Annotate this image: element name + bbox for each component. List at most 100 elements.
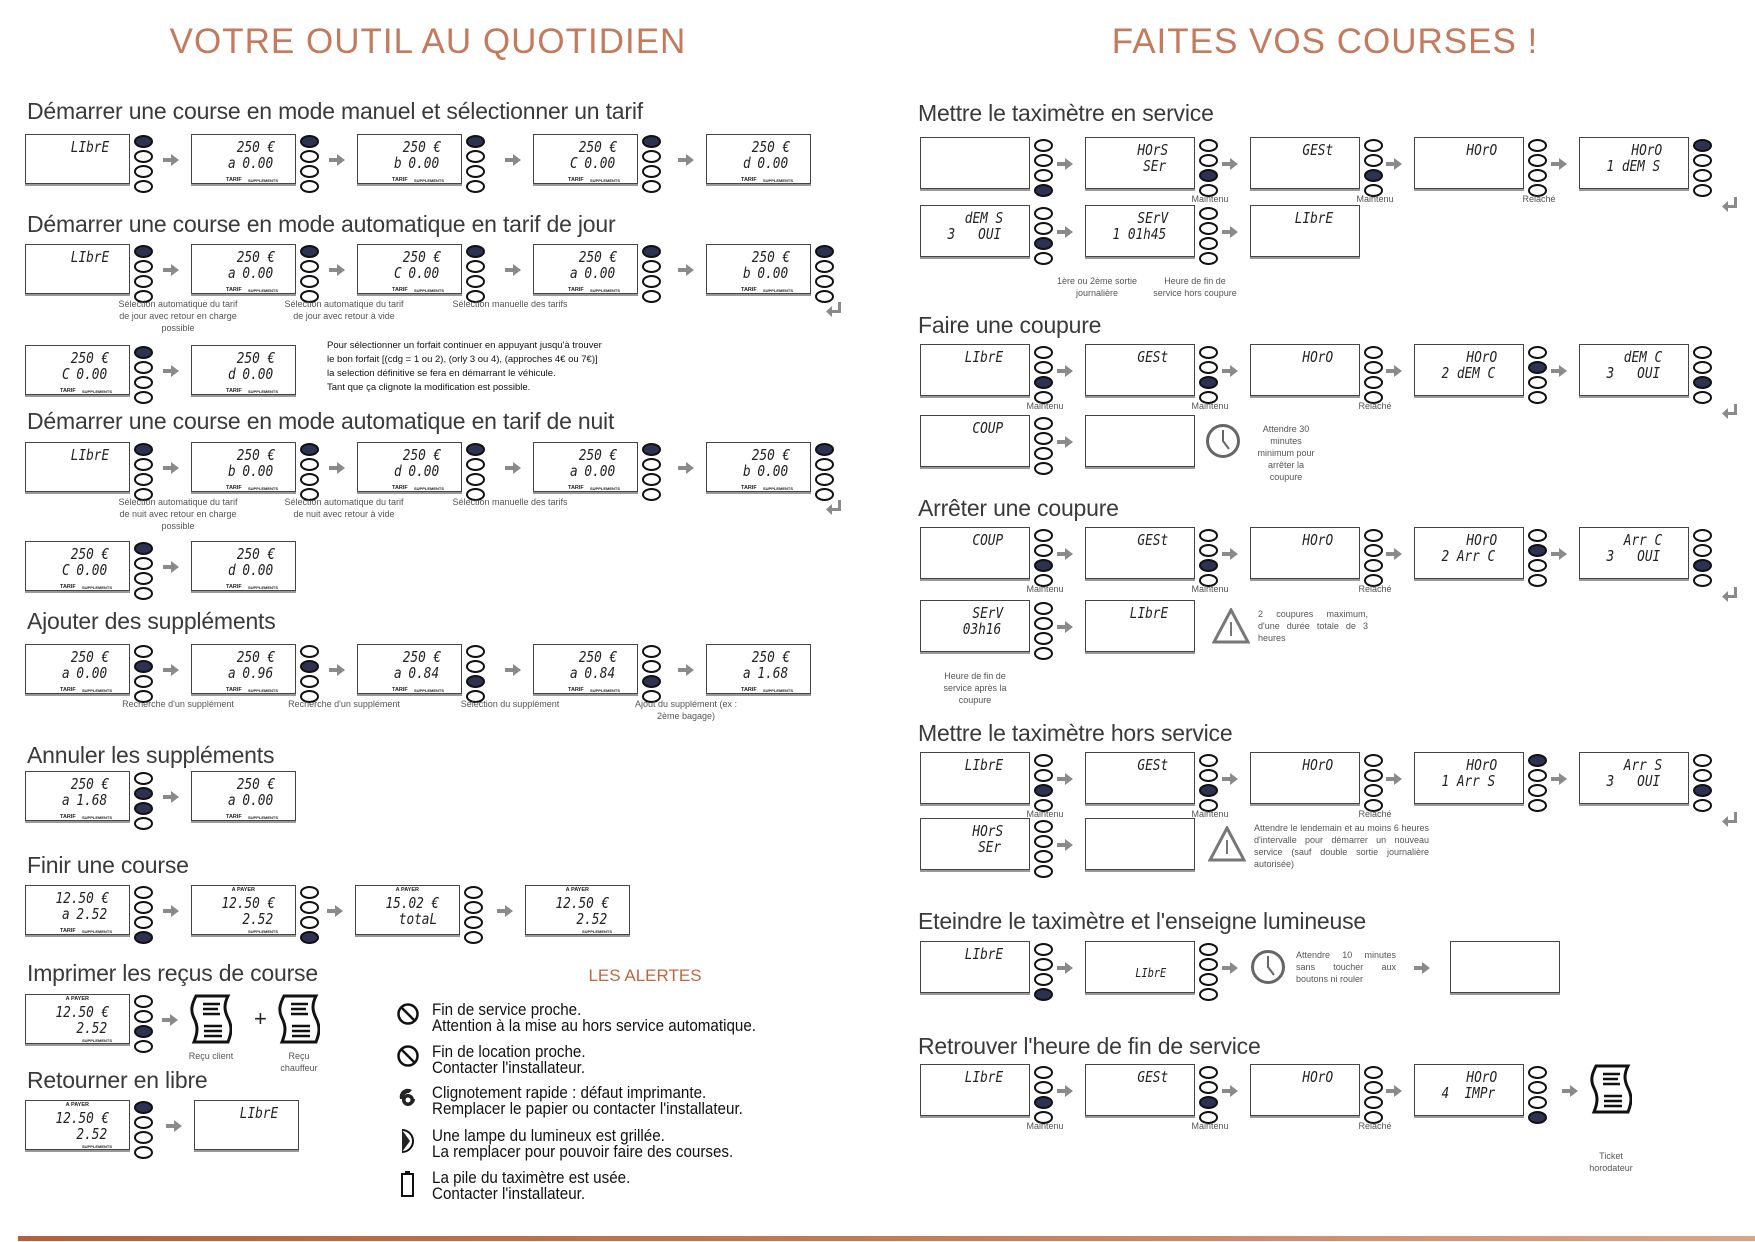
meter-button-4[interactable] [466, 689, 485, 703]
meter-button-4[interactable] [1034, 1110, 1053, 1124]
meter-button-4[interactable] [1693, 183, 1712, 197]
meter-button-1[interactable] [1199, 1065, 1218, 1079]
meter-button-1[interactable] [134, 345, 153, 359]
meter-button-3[interactable] [1199, 972, 1218, 986]
meter-button-2[interactable] [134, 900, 153, 914]
meter-button-4[interactable] [466, 487, 485, 501]
meter-button-1[interactable] [1034, 942, 1053, 956]
meter-button-4[interactable] [466, 179, 485, 193]
meter-button-1[interactable] [134, 134, 153, 148]
meter-button-2[interactable] [300, 259, 319, 273]
meter-button-1[interactable] [134, 244, 153, 258]
meter-button-4[interactable] [1199, 390, 1218, 404]
meter-button-1[interactable] [1034, 206, 1053, 220]
meter-button-3[interactable] [1199, 236, 1218, 250]
meter-button-4[interactable] [134, 179, 153, 193]
meter-button-3[interactable] [134, 801, 153, 815]
meter-button-2[interactable] [1364, 768, 1383, 782]
meter-button-2[interactable] [1034, 360, 1053, 374]
meter-button-2[interactable] [134, 1115, 153, 1129]
meter-button-2[interactable] [1199, 957, 1218, 971]
meter-button-4[interactable] [642, 289, 661, 303]
meter-button-4[interactable] [134, 390, 153, 404]
meter-button-2[interactable] [1364, 360, 1383, 374]
meter-button-3[interactable] [1034, 558, 1053, 572]
meter-button-3[interactable] [134, 915, 153, 929]
meter-button-4[interactable] [815, 487, 834, 501]
meter-button-4[interactable] [1034, 987, 1053, 1001]
meter-button-4[interactable] [1199, 573, 1218, 587]
meter-button-2[interactable] [1693, 360, 1712, 374]
meter-button-1[interactable] [642, 244, 661, 258]
meter-button-4[interactable] [1364, 390, 1383, 404]
meter-button-3[interactable] [1034, 1095, 1053, 1109]
meter-button-3[interactable] [1528, 1095, 1547, 1109]
meter-button-1[interactable] [1034, 1065, 1053, 1079]
meter-button-4[interactable] [300, 689, 319, 703]
meter-button-4[interactable] [1693, 798, 1712, 812]
meter-button-2[interactable] [134, 1009, 153, 1023]
meter-button-3[interactable] [1199, 1095, 1218, 1109]
meter-button-1[interactable] [1693, 753, 1712, 767]
meter-button-4[interactable] [300, 930, 319, 944]
meter-button-2[interactable] [134, 659, 153, 673]
meter-button-3[interactable] [642, 274, 661, 288]
meter-button-3[interactable] [466, 274, 485, 288]
meter-button-2[interactable] [134, 556, 153, 570]
meter-button-3[interactable] [134, 375, 153, 389]
meter-button-1[interactable] [1364, 1065, 1383, 1079]
meter-button-3[interactable] [815, 274, 834, 288]
meter-button-3[interactable] [134, 164, 153, 178]
meter-button-4[interactable] [1034, 251, 1053, 265]
meter-button-4[interactable] [1199, 798, 1218, 812]
meter-button-2[interactable] [1364, 543, 1383, 557]
meter-button-1[interactable] [1034, 528, 1053, 542]
meter-button-2[interactable] [300, 900, 319, 914]
meter-button-1[interactable] [1364, 138, 1383, 152]
meter-button-4[interactable] [1528, 573, 1547, 587]
meter-button-4[interactable] [1199, 251, 1218, 265]
meter-button-4[interactable] [1034, 573, 1053, 587]
meter-button-2[interactable] [1199, 360, 1218, 374]
meter-button-1[interactable] [1034, 416, 1053, 430]
meter-button-1[interactable] [1199, 942, 1218, 956]
meter-button-1[interactable] [1528, 1065, 1547, 1079]
meter-button-4[interactable] [134, 487, 153, 501]
meter-button-2[interactable] [1034, 616, 1053, 630]
meter-button-1[interactable] [815, 442, 834, 456]
meter-button-1[interactable] [1364, 528, 1383, 542]
meter-button-4[interactable] [1034, 646, 1053, 660]
meter-button-2[interactable] [466, 149, 485, 163]
meter-button-2[interactable] [1034, 153, 1053, 167]
meter-button-1[interactable] [134, 541, 153, 555]
meter-button-3[interactable] [1199, 375, 1218, 389]
meter-button-4[interactable] [1528, 1110, 1547, 1124]
meter-button-3[interactable] [1528, 375, 1547, 389]
meter-button-4[interactable] [134, 289, 153, 303]
meter-button-3[interactable] [1034, 446, 1053, 460]
meter-button-2[interactable] [1693, 543, 1712, 557]
meter-button-2[interactable] [1528, 768, 1547, 782]
meter-button-2[interactable] [1199, 1080, 1218, 1094]
meter-button-4[interactable] [1364, 183, 1383, 197]
meter-button-3[interactable] [134, 674, 153, 688]
meter-button-2[interactable] [642, 457, 661, 471]
meter-button-2[interactable] [1034, 1080, 1053, 1094]
meter-button-3[interactable] [300, 274, 319, 288]
meter-button-2[interactable] [1364, 1080, 1383, 1094]
meter-button-1[interactable] [300, 244, 319, 258]
meter-button-4[interactable] [1034, 864, 1053, 878]
meter-button-2[interactable] [1693, 153, 1712, 167]
meter-button-3[interactable] [1034, 375, 1053, 389]
meter-button-4[interactable] [300, 289, 319, 303]
meter-button-3[interactable] [642, 472, 661, 486]
meter-button-4[interactable] [134, 930, 153, 944]
meter-button-4[interactable] [134, 586, 153, 600]
meter-button-2[interactable] [464, 900, 483, 914]
meter-button-1[interactable] [1199, 528, 1218, 542]
meter-button-1[interactable] [1528, 753, 1547, 767]
meter-button-3[interactable] [1364, 558, 1383, 572]
meter-button-4[interactable] [464, 930, 483, 944]
meter-button-1[interactable] [466, 244, 485, 258]
meter-button-1[interactable] [815, 244, 834, 258]
